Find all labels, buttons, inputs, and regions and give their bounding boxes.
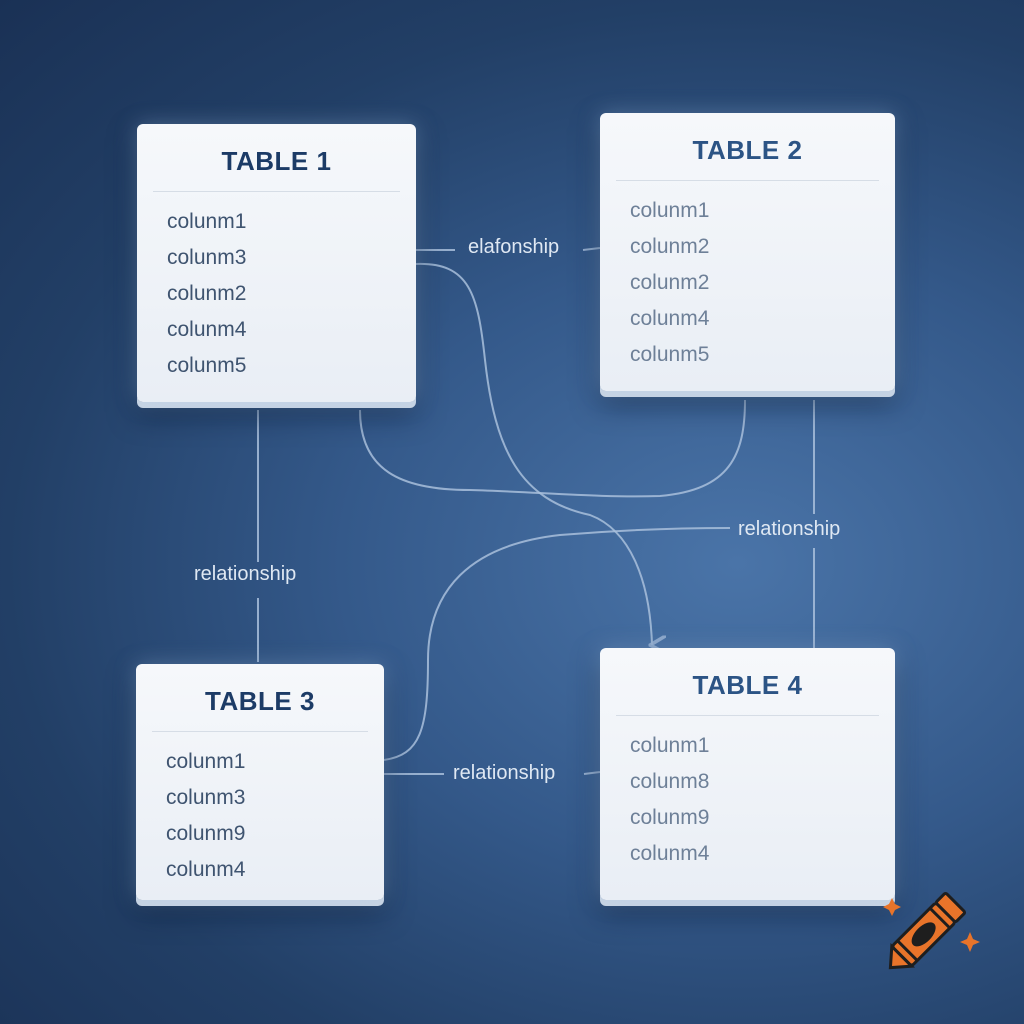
table-title: TABLE 1 bbox=[221, 146, 332, 176]
column-item[interactable]: colunm5 bbox=[630, 343, 710, 366]
column-item[interactable]: colunm3 bbox=[167, 246, 247, 269]
column-item[interactable]: colunm8 bbox=[630, 770, 710, 793]
column-list: colunm1 colunm3 colunm9 colunm4 bbox=[136, 744, 384, 888]
column-item[interactable]: colunm4 bbox=[630, 842, 710, 865]
column-item[interactable]: colunm3 bbox=[166, 786, 246, 809]
column-item[interactable]: colunm2 bbox=[167, 282, 247, 305]
connector-t1-t2-loop bbox=[359, 399, 746, 498]
crayon-icon bbox=[883, 891, 980, 970]
sparkle-icon bbox=[960, 932, 980, 952]
column-item[interactable]: colunm4 bbox=[167, 318, 247, 341]
table-title: TABLE 3 bbox=[205, 686, 315, 716]
relationship-label-t3-t4: relationship bbox=[453, 762, 556, 784]
column-list: colunm1 colunm3 colunm2 colunm4 colunm5 bbox=[137, 204, 416, 384]
column-item[interactable]: colunm4 bbox=[630, 307, 710, 330]
column-item[interactable]: colunm4 bbox=[166, 858, 246, 881]
column-item[interactable]: colunm1 bbox=[166, 750, 246, 773]
column-item[interactable]: colunm2 bbox=[630, 235, 710, 258]
relationship-label-t1-t2: elafonship bbox=[468, 236, 560, 258]
table-card-4[interactable]: TABLE 4 colunm1 colunm8 colunm9 colunm4 bbox=[600, 648, 895, 900]
column-item[interactable]: colunm1 bbox=[630, 199, 710, 222]
connector-t1-t2-right bbox=[582, 247, 601, 251]
relationship-label-t2-t4: relationship bbox=[738, 518, 841, 540]
table-title: TABLE 4 bbox=[692, 670, 803, 700]
table-card-3[interactable]: TABLE 3 colunm1 colunm3 colunm9 colunm4 bbox=[136, 664, 384, 900]
column-item[interactable]: colunm5 bbox=[167, 354, 247, 377]
table-divider bbox=[153, 191, 400, 192]
table-divider bbox=[616, 715, 879, 716]
column-list: colunm1 colunm8 colunm9 colunm4 bbox=[600, 728, 895, 872]
relationship-label-t1-t3: relationship bbox=[194, 563, 297, 585]
column-item[interactable]: colunm1 bbox=[630, 734, 710, 757]
column-item[interactable]: colunm9 bbox=[630, 806, 710, 829]
column-item[interactable]: colunm1 bbox=[167, 210, 247, 233]
column-list: colunm1 colunm2 colunm2 colunm4 colunm5 bbox=[600, 193, 895, 373]
table-card-1[interactable]: TABLE 1 colunm1 colunm3 colunm2 colunm4 … bbox=[137, 124, 416, 402]
sparkle-icon bbox=[883, 898, 901, 916]
table-divider bbox=[152, 731, 368, 732]
column-item[interactable]: colunm2 bbox=[630, 271, 710, 294]
table-title: TABLE 2 bbox=[692, 135, 803, 165]
table-divider bbox=[616, 180, 879, 181]
column-item[interactable]: colunm9 bbox=[166, 822, 246, 845]
connector-t3-t4-right bbox=[583, 771, 601, 775]
table-card-2[interactable]: TABLE 2 colunm1 colunm2 colunm2 colunm4 … bbox=[600, 113, 895, 391]
